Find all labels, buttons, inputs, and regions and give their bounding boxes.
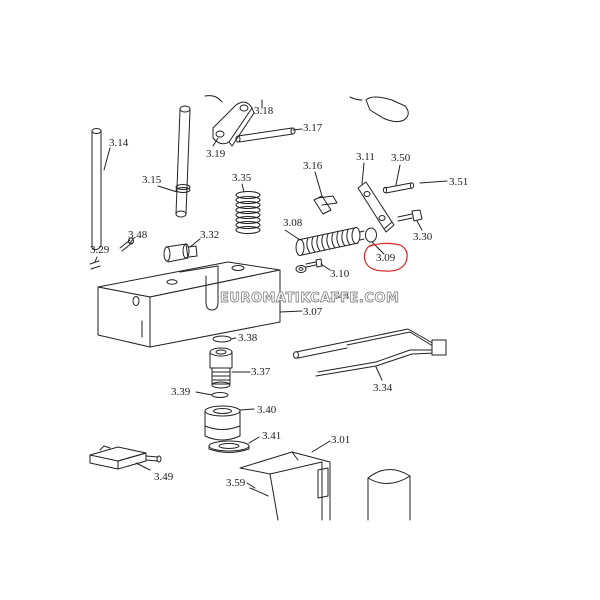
label-3-44: 3.44 (330, 290, 350, 302)
plate-3-11 (358, 182, 394, 232)
leader-3-40 (240, 409, 254, 410)
label-3-59: 3.59 (226, 477, 246, 489)
ring-3-38 (213, 336, 231, 342)
label-3-15: 3.15 (142, 174, 162, 186)
label-3-11: 3.11 (356, 151, 375, 163)
leader-3-19 (213, 138, 218, 146)
part-3-59 (250, 488, 268, 496)
bracket-3-19 (213, 102, 254, 146)
leader-3-29 (95, 257, 97, 262)
leader-3-41 (249, 437, 259, 443)
leader-3-49 (136, 463, 150, 470)
label-3-35: 3.35 (232, 172, 252, 184)
label-3-30: 3.30 (413, 231, 433, 243)
label-3-10: 3.10 (330, 268, 350, 280)
label-3-39: 3.39 (171, 386, 191, 398)
leader-3-11 (362, 163, 364, 184)
leader-3-30 (417, 221, 422, 230)
leader-3-35 (242, 184, 244, 192)
pin-3-29 (90, 261, 100, 269)
label-3-17: 3.17 (303, 122, 323, 134)
label-3-09: 3.09 (376, 252, 396, 264)
leader-3-01 (312, 441, 330, 452)
screw-3-10 (306, 259, 322, 267)
top-edge-fragment (205, 96, 222, 102)
washer-3-10 (296, 266, 306, 273)
leader-3-50 (396, 165, 400, 185)
watermark-text: EUROMATIKCAFFE.COM (220, 291, 400, 307)
leader-3-59 (247, 483, 255, 488)
label-3-51: 3.51 (449, 176, 469, 188)
fitting-3-32 (164, 244, 197, 262)
cap-top-right (350, 97, 408, 122)
label-3-29: 3.29 (90, 244, 110, 256)
leader-3-15 (158, 186, 177, 192)
label-3-41: 3.41 (262, 430, 282, 442)
leader-3-39 (196, 392, 212, 395)
leader-3-48 (130, 238, 134, 243)
leader-3-07 (280, 311, 302, 312)
spring-3-35 (236, 192, 260, 234)
block-3-07 (98, 262, 280, 347)
ring-3-39 (212, 393, 228, 398)
leader-3-32 (190, 239, 200, 247)
screw-3-48 (120, 238, 134, 251)
label-3-19: 3.19 (206, 148, 226, 160)
label-3-49: 3.49 (154, 471, 174, 483)
label-3-38: 3.38 (238, 332, 258, 344)
leader-3-51 (420, 181, 447, 183)
valve-3-37 (210, 348, 232, 388)
probe-3-34 (294, 329, 447, 376)
o-ring-3-09 (366, 228, 377, 242)
label-3-14: 3.14 (109, 137, 129, 149)
leader-3-10 (321, 264, 330, 270)
label-3-08: 3.08 (283, 217, 303, 229)
label-3-32: 3.32 (200, 229, 220, 241)
frame-3-01 (240, 452, 330, 520)
label-3-48: 3.48 (128, 229, 148, 241)
tube-3-15 (176, 106, 190, 217)
leader-3-09 (372, 242, 384, 254)
screw-3-16 (314, 196, 337, 214)
highlight-circle (360, 241, 412, 275)
bracket-3-49 (90, 446, 161, 469)
pin-3-17 (236, 128, 295, 142)
leader-3-16 (315, 172, 322, 196)
cylinder-3-40 (205, 406, 240, 440)
label-3-07: 3.07 (303, 306, 323, 318)
leader-3-08 (285, 230, 300, 240)
leader-3-17 (293, 129, 302, 130)
leader-3-14 (104, 148, 110, 170)
label-3-34: 3.34 (373, 382, 393, 394)
screw-3-30 (398, 210, 422, 221)
housing-bottom-right (368, 469, 410, 520)
rod-3-14 (92, 129, 101, 250)
pin-3-50 (383, 183, 413, 193)
threaded-cylinder-3-08 (296, 228, 364, 256)
label-3-50: 3.50 (391, 152, 411, 164)
disc-3-41 (209, 441, 249, 453)
label-3-16: 3.16 (303, 160, 323, 172)
leader-3-38 (231, 338, 236, 339)
label-3-37: 3.37 (251, 366, 271, 378)
label-3-01: 3.01 (331, 434, 351, 446)
label-3-40: 3.40 (257, 404, 277, 416)
label-3-18: 3.18 (254, 105, 274, 117)
leader-3-34 (376, 367, 382, 380)
